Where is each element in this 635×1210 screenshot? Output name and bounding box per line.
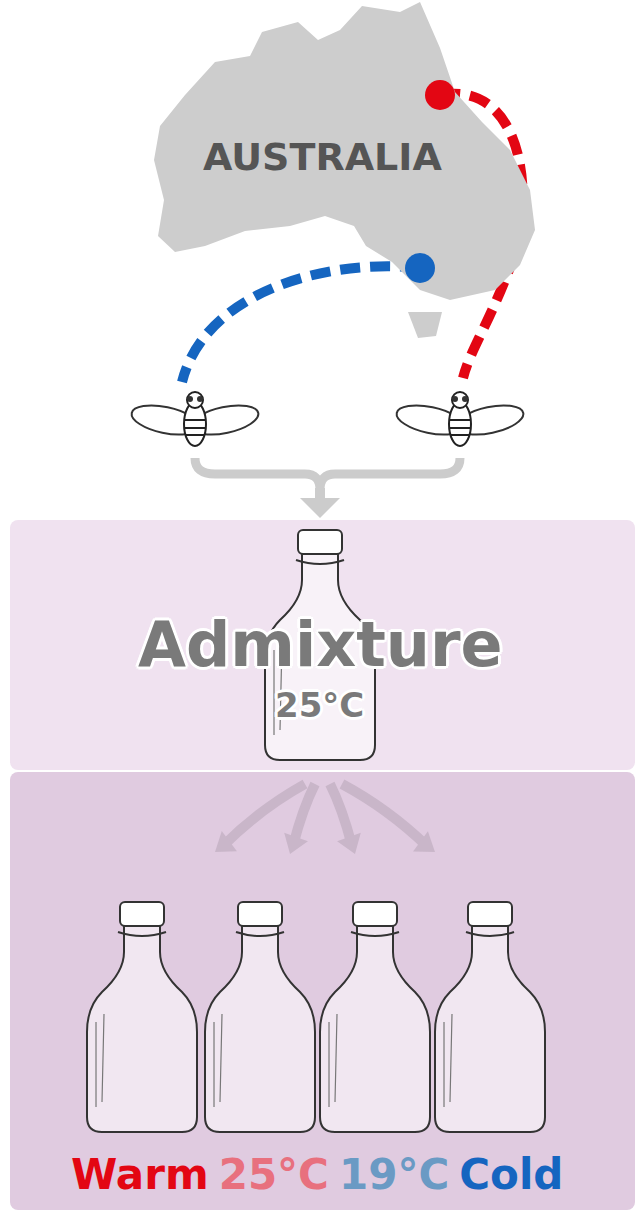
split-arrow: [293, 784, 315, 845]
split-arrowhead: [215, 831, 237, 852]
treatment-label: Warm: [71, 1150, 209, 1199]
treatment-bottles: [10, 772, 635, 1210]
region-label: AUSTRALIA: [203, 135, 442, 179]
admixture-band: Admixture25°C: [10, 520, 635, 770]
bottle: [87, 902, 197, 1132]
split-arrow: [342, 784, 427, 846]
fly: [394, 392, 526, 446]
fly: [129, 392, 261, 446]
bottle: [205, 902, 315, 1132]
treatment-band: Warm25°C19°CCold: [10, 772, 635, 1210]
temperature-label: 25°C: [275, 685, 364, 725]
temperature-label: 19°C: [339, 1150, 449, 1199]
split-arrowhead: [337, 833, 361, 854]
treatment-label: Cold: [459, 1150, 563, 1199]
merge-arrowhead: [300, 498, 340, 518]
temperature-label: 25°C: [219, 1150, 329, 1199]
bottle: [435, 902, 545, 1132]
merge-bracket: [195, 458, 460, 490]
split-arrowhead: [413, 831, 435, 852]
bottle: [320, 902, 430, 1132]
split-arrowhead: [284, 833, 308, 854]
band-title: Admixture: [138, 608, 503, 681]
temperature-row: Warm25°C19°CCold: [71, 1150, 563, 1199]
blue-route: [182, 266, 420, 382]
map-region: AUSTRALIA: [0, 0, 635, 345]
